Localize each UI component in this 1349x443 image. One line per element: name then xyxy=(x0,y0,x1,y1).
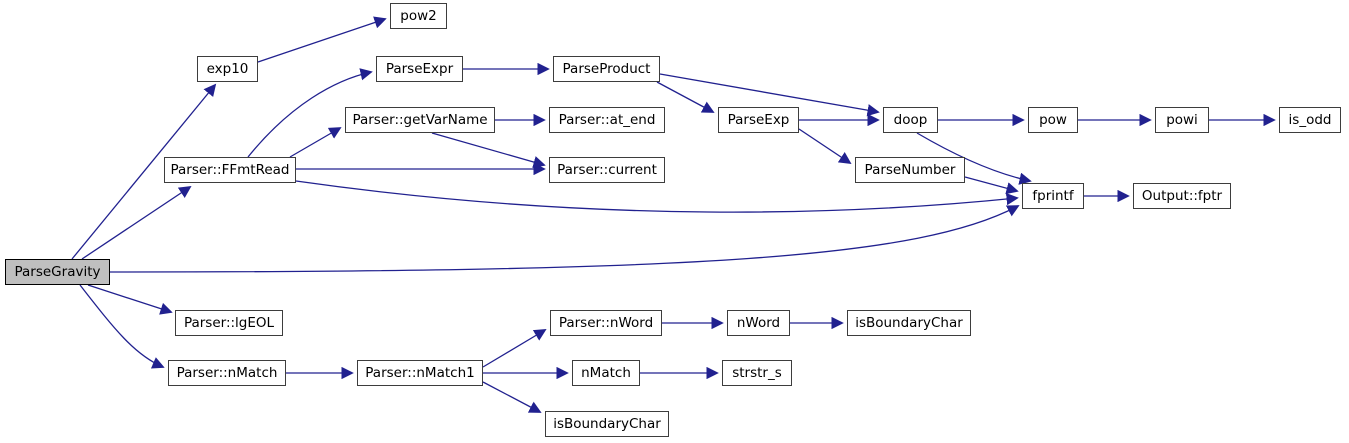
edge-ParseGravity-to-nMatchP xyxy=(79,284,165,369)
graph-node-at_end[interactable]: Parser::at_end xyxy=(549,107,665,133)
edge-exp10-to-pow2 xyxy=(257,16,387,63)
graph-node-nMatchP[interactable]: Parser::nMatch xyxy=(168,360,286,386)
edge-ParseExp-to-ParseNumber xyxy=(798,128,852,165)
edge-ParseGravity-to-exp10 xyxy=(71,83,217,260)
edge-doop-to-fprintf xyxy=(916,132,1032,185)
edge-ParseGravity-to-fprintf xyxy=(109,205,1020,273)
graph-node-doop[interactable]: doop xyxy=(883,107,938,133)
edge-ParseProduct-to-ParseExp xyxy=(656,81,715,113)
graph-node-ParseGravity: ParseGravity xyxy=(5,259,110,285)
graph-node-ParseExpr[interactable]: ParseExpr xyxy=(376,56,463,82)
graph-node-getVarName[interactable]: Parser::getVarName xyxy=(345,107,495,133)
edge-FFmtRead-to-fprintf xyxy=(295,180,1019,213)
graph-node-is_odd[interactable]: is_odd xyxy=(1279,107,1341,133)
graph-node-Output_fptr[interactable]: Output::fptr xyxy=(1133,183,1231,209)
edge-FFmtRead-to-ParseExpr xyxy=(247,68,373,158)
edge-ParseNumber-to-fprintf xyxy=(964,176,1019,195)
graph-node-nWordP[interactable]: Parser::nWord xyxy=(550,310,662,336)
graph-node-nWord[interactable]: nWord xyxy=(727,310,790,336)
edge-ParseProduct-to-doop xyxy=(659,73,880,117)
graph-node-ParseNumber[interactable]: ParseNumber xyxy=(855,157,965,183)
graph-node-nMatch[interactable]: nMatch xyxy=(572,360,640,386)
edge-getVarName-to-current xyxy=(431,132,546,169)
graph-node-strstr_s[interactable]: strstr_s xyxy=(722,360,792,386)
graph-node-isBoundaryChar_r[interactable]: isBoundaryChar xyxy=(847,310,971,336)
edge-FFmtRead-to-getVarName xyxy=(289,127,342,158)
edge-ParseGravity-to-lgEOL xyxy=(87,284,173,315)
edge-nMatch1-to-isBoundaryChar_b xyxy=(482,381,542,413)
graph-node-exp10[interactable]: exp10 xyxy=(197,56,258,82)
edge-nMatch1-to-nWordP xyxy=(482,329,547,368)
graph-node-nMatch1[interactable]: Parser::nMatch1 xyxy=(357,360,483,386)
edge-ParseGravity-to-FFmtRead xyxy=(81,185,192,260)
graph-node-powi[interactable]: powi xyxy=(1155,107,1209,133)
graph-node-isBoundaryChar_b[interactable]: isBoundaryChar xyxy=(545,411,669,437)
graph-node-pow2[interactable]: pow2 xyxy=(390,3,447,29)
graph-node-pow[interactable]: pow xyxy=(1028,107,1078,133)
graph-node-ParseProduct[interactable]: ParseProduct xyxy=(553,56,660,82)
graph-node-FFmtRead[interactable]: Parser::FFmtRead xyxy=(164,157,296,183)
graph-node-lgEOL[interactable]: Parser::lgEOL xyxy=(175,310,283,336)
graph-node-current[interactable]: Parser::current xyxy=(549,157,665,183)
graph-node-fprintf[interactable]: fprintf xyxy=(1022,183,1084,209)
graph-node-ParseExp[interactable]: ParseExp xyxy=(718,107,799,133)
